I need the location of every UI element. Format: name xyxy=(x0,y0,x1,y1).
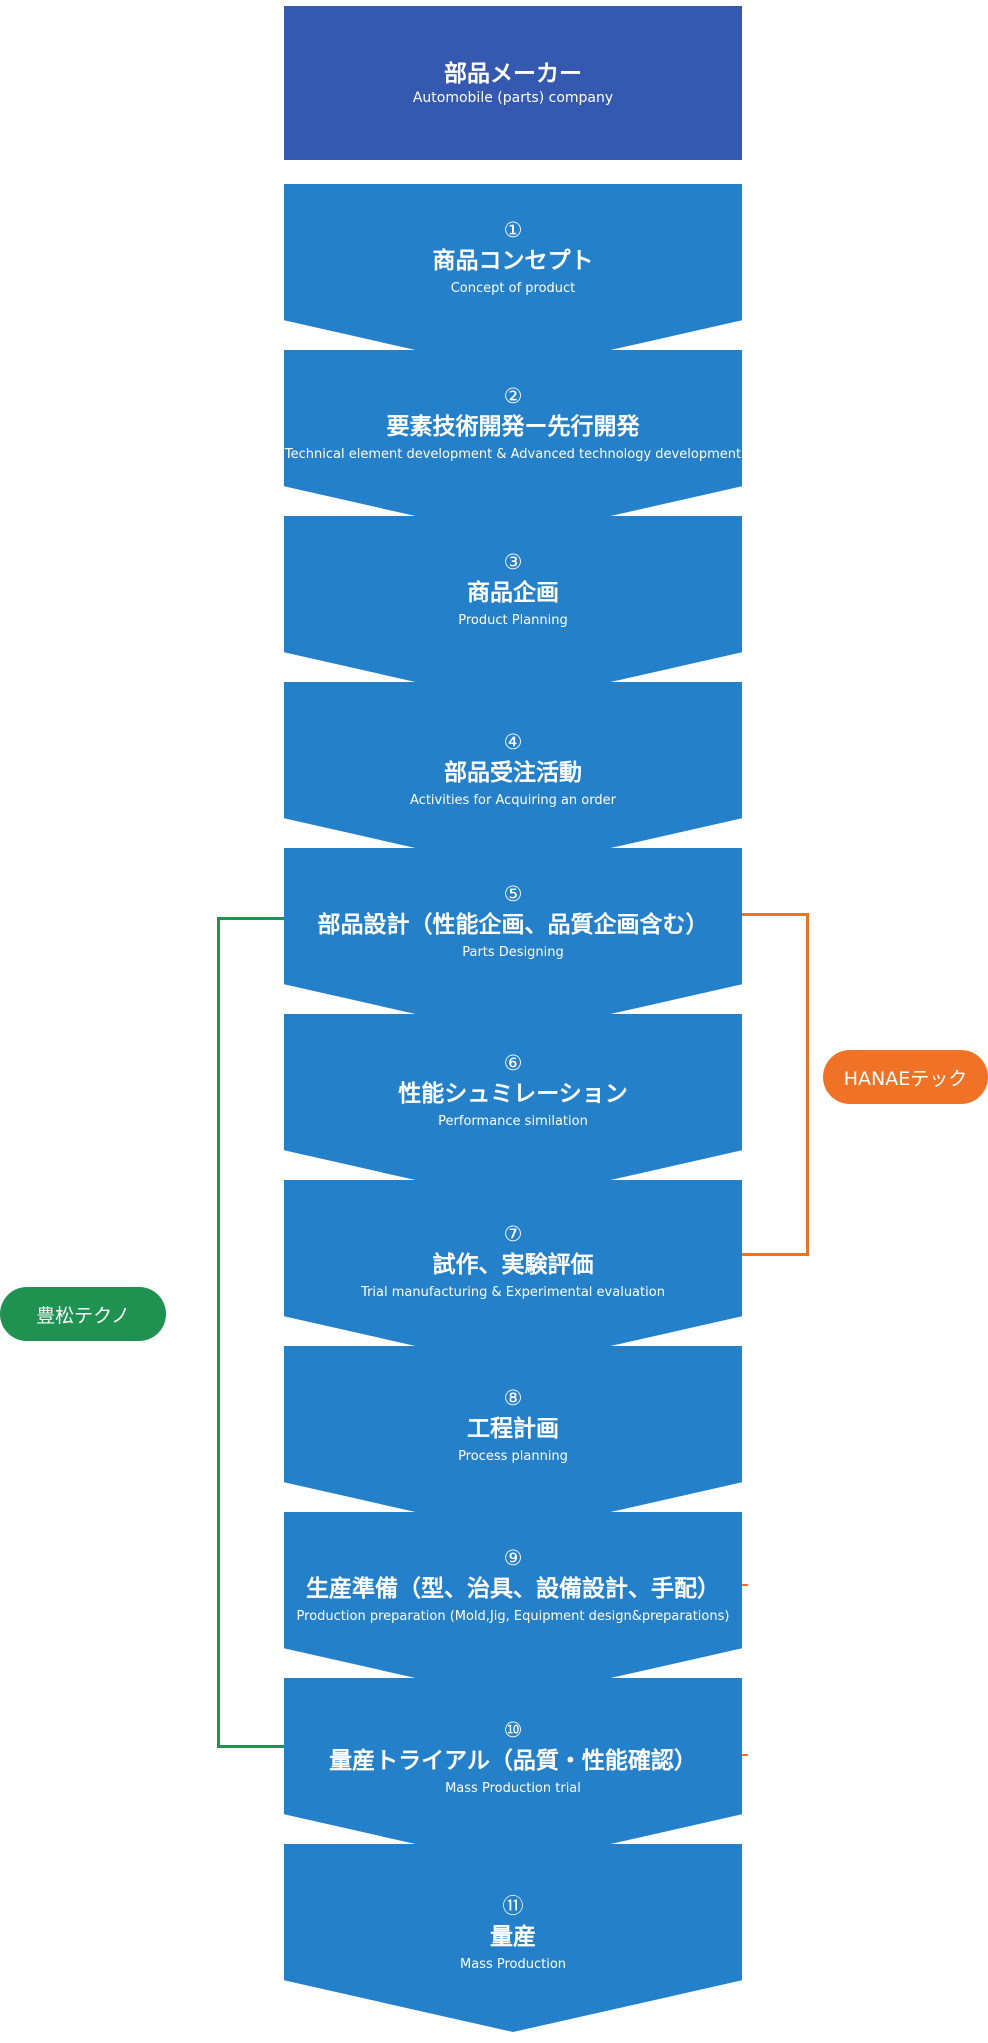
step-title-en: Mass Production trial xyxy=(445,1781,581,1796)
flow-step-4: ④ 部品受注活動 Activities for Acquiring an ord… xyxy=(284,682,742,870)
step-number: ⑧ xyxy=(503,1386,523,1410)
company-header: 部品メーカー Automobile (parts) company xyxy=(284,6,742,160)
step-title-en: Technical element development & Advanced… xyxy=(284,447,742,462)
step-title-jp: 部品受注活動 xyxy=(444,760,582,786)
company-title-jp: 部品メーカー xyxy=(444,60,582,87)
step-title-jp: 性能シュミレーション xyxy=(398,1081,628,1107)
step-number: ④ xyxy=(503,730,523,754)
toyomatsu-range-bracket xyxy=(217,917,284,1748)
step-number: ③ xyxy=(503,550,523,574)
step-number: ⑨ xyxy=(503,1546,523,1570)
step-title-en: Product Planning xyxy=(458,613,568,628)
step-title-jp: 商品コンセプト xyxy=(432,248,594,274)
step-title-jp: 商品企画 xyxy=(467,580,559,606)
step-title-jp: 量産トライアル（品質・性能確認） xyxy=(329,1748,697,1774)
step-number: ② xyxy=(503,384,523,408)
step-title-en: Production preparation (Mold,Jig, Equipm… xyxy=(296,1609,730,1624)
step-number: ⑩ xyxy=(503,1718,523,1742)
flow-step-11: ⑪ 量産 Mass Production xyxy=(284,1844,742,2032)
flow-step-9: ⑨ 生産準備（型、治具、設備設計、手配） Production preparat… xyxy=(284,1512,742,1700)
step-title-jp: 要素技術開発ー先行開発 xyxy=(386,414,640,440)
flow-step-10: ⑩ 量産トライアル（品質・性能確認） Mass Production trial xyxy=(284,1678,742,1866)
company-title-en: Automobile (parts) company xyxy=(412,90,614,107)
step-number: ⑦ xyxy=(503,1222,523,1246)
range-tick-mark xyxy=(742,1754,748,1756)
step-title-en: Process planning xyxy=(458,1449,568,1464)
step-number: ① xyxy=(503,218,523,242)
flow-step-3: ③ 商品企画 Product Planning xyxy=(284,516,742,704)
step-title-jp: 工程計画 xyxy=(467,1416,559,1442)
flow-step-7: ⑦ 試作、実験評価 Trial manufacturing & Experime… xyxy=(284,1180,742,1368)
step-title-jp: 量産 xyxy=(490,1924,536,1950)
step-title-en: Concept of product xyxy=(450,281,576,296)
flow-step-6: ⑥ 性能シュミレーション Performance similation xyxy=(284,1014,742,1202)
flow-step-1: ① 商品コンセプト Concept of product xyxy=(284,184,742,372)
step-title-jp: 生産準備（型、治具、設備設計、手配） xyxy=(306,1576,720,1602)
flow-step-2: ② 要素技術開発ー先行開発 Technical element developm… xyxy=(284,350,742,538)
step-title-en: Activities for Acquiring an order xyxy=(410,793,616,808)
toyomatsu-techno-label: 豊松テクノ xyxy=(0,1287,166,1341)
step-title-jp: 試作、実験評価 xyxy=(432,1252,594,1278)
range-tick-mark xyxy=(742,1584,748,1586)
step-number: ⑪ xyxy=(502,1894,524,1918)
step-title-en: Parts Designing xyxy=(462,945,564,960)
flow-step-5: ⑤ 部品設計（性能企画、品質企画含む） Parts Designing xyxy=(284,848,742,1036)
hanae-tech-label: HANAEテック xyxy=(823,1050,988,1104)
step-title-jp: 部品設計（性能企画、品質企画含む） xyxy=(317,912,709,938)
step-title-en: Performance similation xyxy=(438,1114,588,1129)
step-number: ⑥ xyxy=(503,1051,523,1075)
hanae-range-bracket xyxy=(742,913,809,1256)
step-title-en: Mass Production xyxy=(459,1957,567,1972)
step-title-en: Trial manufacturing & Experimental evalu… xyxy=(361,1285,665,1300)
step-number: ⑤ xyxy=(503,882,523,906)
flow-step-8: ⑧ 工程計画 Process planning xyxy=(284,1346,742,1534)
